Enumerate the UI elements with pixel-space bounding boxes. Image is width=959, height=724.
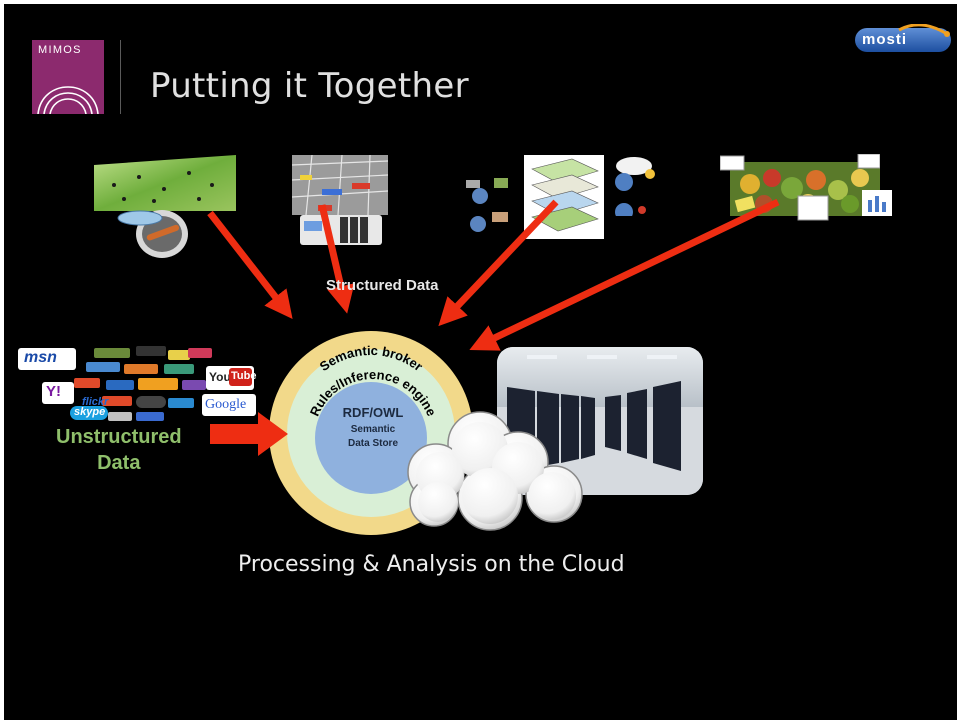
unstructured-data-label: Unstructured Data (56, 424, 182, 476)
arrow-city-to-broker (318, 204, 355, 314)
arrow-globe-to-broker (207, 210, 293, 320)
mosti-logo (855, 24, 951, 52)
unstructured-label-line2: Data (97, 452, 141, 474)
arrows-layer (207, 198, 780, 456)
arrow-layers-to-broker (438, 199, 559, 327)
arrow-unstructured-to-broker (210, 412, 288, 456)
skype-logo: skype (70, 406, 108, 420)
web-logos-cluster: msn Y! flickr skype You Tube Google (18, 344, 258, 426)
weather-icon (615, 157, 655, 216)
page-title: Putting it Together (150, 66, 469, 106)
arrow-produce-to-broker (469, 198, 780, 351)
google-logo-text: Google (205, 397, 247, 412)
chart-thumb-icon (862, 190, 892, 216)
title-divider (120, 40, 121, 114)
yahoo-logo-text: Y! (46, 383, 61, 400)
yahoo-logo: Y! (42, 382, 74, 404)
data-store-circle (315, 382, 427, 494)
cloud-caption: Processing & Analysis on the Cloud (238, 552, 625, 577)
city-data-icon (300, 215, 382, 245)
globe-map-icon (94, 155, 236, 211)
cloud-icon (407, 411, 583, 531)
youtube-you-text: You (209, 370, 231, 384)
msn-logo: msn (18, 348, 76, 370)
semantic-label: Semantic (350, 424, 396, 435)
youtube-tube-text: Tube (231, 370, 257, 382)
slide: MIMOS Putting it Together mosti (4, 4, 957, 720)
mimos-logo-text: MIMOS (38, 44, 82, 56)
youtube-tube-badge (229, 368, 252, 386)
mosti-logo-text: mosti (862, 31, 908, 48)
produce-icon (720, 154, 880, 224)
youtube-logo: You Tube (206, 366, 257, 390)
data-store-label: Data Store (347, 438, 398, 449)
msn-logo-text: msn (24, 349, 57, 366)
layer-thumbnails-icon (466, 178, 508, 232)
flickr-logo-text: flickr (82, 396, 109, 408)
web-logos-icon (74, 346, 212, 421)
layered-map-icon (524, 155, 604, 239)
skype-logo-text: skype (74, 406, 106, 418)
structured-data-label: Structured Data (326, 277, 439, 294)
map-device-icon (117, 210, 188, 258)
rdf-owl-label: RDF/OWL (342, 405, 404, 420)
google-logo: Google (202, 394, 256, 416)
mimos-arc-icon (37, 86, 99, 114)
unstructured-label-line1: Unstructured (56, 426, 182, 448)
mimos-logo: MIMOS (32, 40, 104, 114)
